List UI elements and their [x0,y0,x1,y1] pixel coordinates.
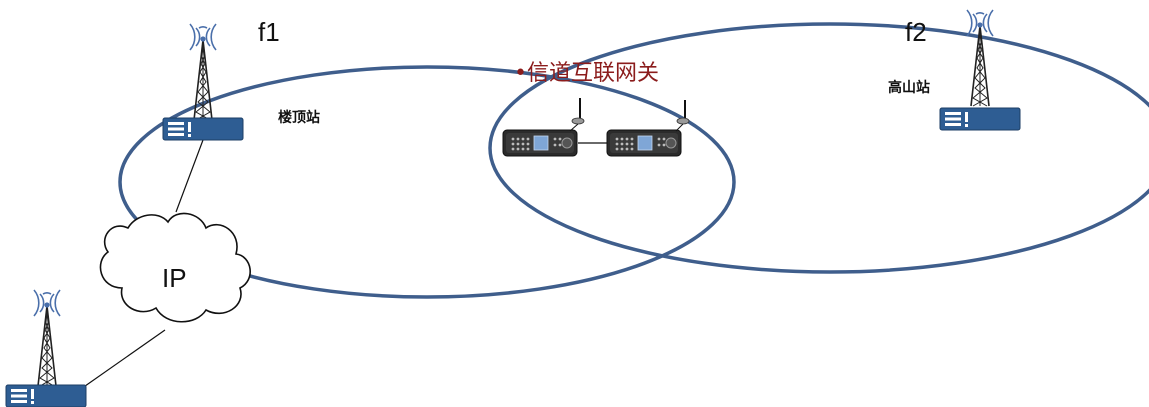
coverage-ellipse-f2 [488,22,1149,274]
ip-network-label: IP [162,263,187,293]
radio-tower-icon [33,289,61,387]
antenna-icon [675,100,690,132]
base-station-icon [162,117,244,141]
link-rooftop-to-cloud [175,139,204,213]
rooftop-site-label: 楼顶站 [278,109,320,126]
radio-tower-icon [966,9,994,107]
frequency-label-f2: f2 [905,17,927,47]
mobile-radio-icon [502,129,578,157]
base-station-icon [939,107,1021,131]
mountain-site-label: 高山站 [888,79,930,96]
frequency-label-f1: f1 [258,17,280,47]
mobile-radio-icon [606,129,682,157]
coverage-ellipse-f1 [118,65,736,299]
cloud-icon [99,212,251,323]
base-station-icon [5,384,87,407]
antenna-icon [569,98,585,132]
gateway-label: •信道互联网关 [514,61,659,86]
